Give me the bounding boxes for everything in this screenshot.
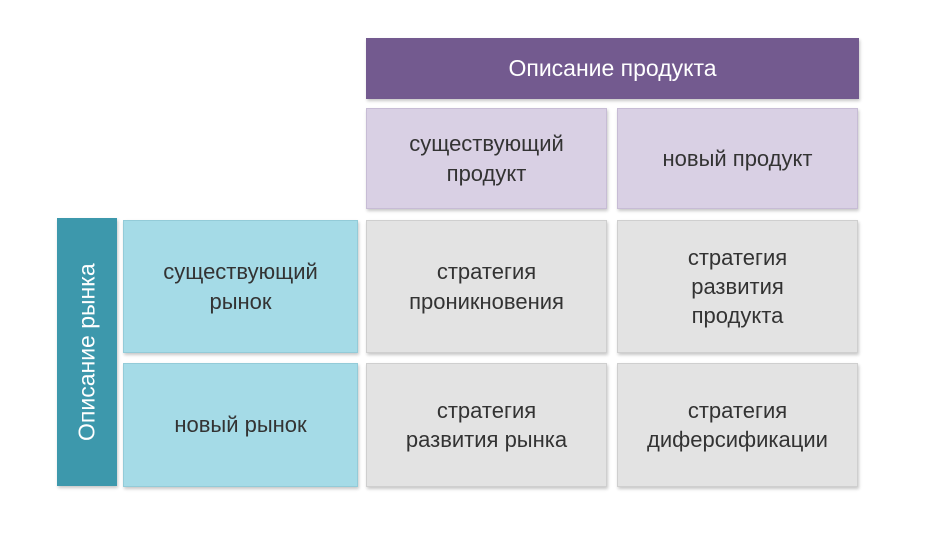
cell-penetration-strategy: стратегия проникновения [366, 220, 607, 353]
column-header-new-product: новый продукт [617, 108, 858, 209]
row-header-existing-market: существующий рынок [123, 220, 358, 353]
cell-market-development-strategy: стратегия развития рынка [366, 363, 607, 487]
cell-product-development-strategy: стратегия развития продукта [617, 220, 858, 353]
market-description-label: Описание рынка [73, 263, 100, 441]
row-header-new-market: новый рынок [123, 363, 358, 487]
cell-diversification-strategy: стратегия диферсификации [617, 363, 858, 487]
column-header-existing-product: существующий продукт [366, 108, 607, 209]
market-description-header: Описание рынка [57, 218, 117, 486]
product-description-header: Описание продукта [366, 38, 859, 99]
